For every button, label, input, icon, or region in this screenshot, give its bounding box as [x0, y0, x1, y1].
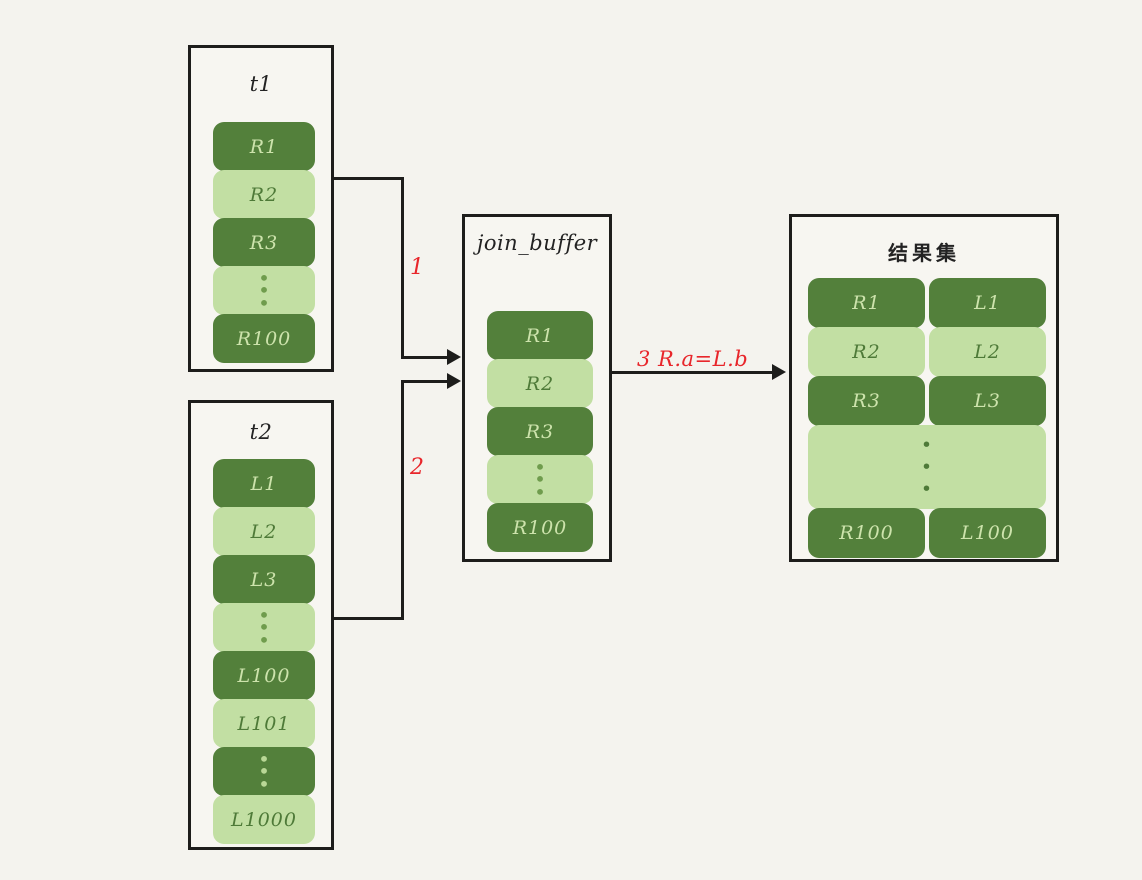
table-box-t1: t1 R1 R2 R3 ••• R100 [188, 45, 334, 372]
connector-2-segment-vertical [401, 380, 404, 620]
table-row: R1 L1 [808, 278, 1046, 328]
result-cell-left: R3 [808, 376, 925, 426]
vertical-ellipsis-icon: ••• [920, 434, 934, 500]
annotation-step-3: 3 R.a=L.b [637, 347, 749, 371]
connector-1-segment-arrow [401, 356, 449, 359]
connector-2-arrowhead [447, 373, 461, 389]
result-cell-left: R100 [808, 508, 925, 558]
row-list-t1: R1 R2 R3 ••• R100 [213, 122, 315, 363]
result-cell-right: L3 [929, 376, 1046, 426]
vertical-ellipsis-icon: ••• [258, 602, 270, 652]
connector-2-segment-arrow [401, 380, 449, 383]
row-item: L2 [213, 507, 315, 556]
row-item: R1 [487, 311, 593, 360]
table-row-ellipsis: ••• [808, 425, 1046, 509]
table-box-result-set: 结果集 R1 L1 R2 L2 R3 L3 ••• R100 L100 [789, 214, 1059, 562]
row-item-ellipsis: ••• [213, 603, 315, 652]
row-label: L101 [237, 712, 291, 735]
table-box-t2: t2 L1 L2 L3 ••• L100 L101 ••• [188, 400, 334, 850]
table-title-t2: t2 [249, 420, 273, 444]
row-item: L3 [213, 555, 315, 604]
connector-1-segment-top [334, 177, 404, 180]
row-label: R1 [249, 135, 279, 158]
table-row: R100 L100 [808, 508, 1046, 558]
row-item: R100 [487, 503, 593, 552]
row-item: L1000 [213, 795, 315, 844]
table-box-join-buffer: join_buffer R1 R2 R3 ••• R100 [462, 214, 612, 562]
result-cell-right: L100 [929, 508, 1046, 558]
row-item: L1 [213, 459, 315, 508]
row-item: R3 [487, 407, 593, 456]
row-item-ellipsis: ••• [213, 747, 315, 796]
row-label: R2 [525, 372, 555, 395]
connector-2-segment-bottom [334, 617, 404, 620]
row-label: R1 [525, 324, 555, 347]
row-list-join-buffer: R1 R2 R3 ••• R100 [487, 311, 593, 552]
table-title-result-set: 结果集 [888, 241, 960, 265]
row-item: L101 [213, 699, 315, 748]
annotation-step-1: 1 [410, 255, 425, 280]
connector-1-segment-vertical [401, 177, 404, 359]
connector-1-arrowhead [447, 349, 461, 365]
row-label: L1 [250, 472, 278, 495]
connector-3-segment [612, 371, 774, 374]
row-item: R3 [213, 218, 315, 267]
row-item: R2 [213, 170, 315, 219]
table-row: R3 L3 [808, 376, 1046, 426]
row-item: L100 [213, 651, 315, 700]
annotation-step-2: 2 [410, 455, 425, 480]
table-title-t1: t1 [249, 72, 273, 96]
row-label: L100 [237, 664, 291, 687]
row-label: R100 [512, 516, 568, 539]
row-label: L2 [250, 520, 278, 543]
row-label: R2 [249, 183, 279, 206]
row-label: R3 [525, 420, 555, 443]
row-item: R2 [487, 359, 593, 408]
row-list-t2: L1 L2 L3 ••• L100 L101 ••• L1000 [213, 459, 315, 844]
result-cell-left: R1 [808, 278, 925, 328]
result-cell-span: ••• [808, 425, 1046, 509]
table-title-join-buffer: join_buffer [476, 231, 598, 255]
result-cell-right: L1 [929, 278, 1046, 328]
row-label: R100 [236, 327, 292, 350]
result-cell-left: R2 [808, 327, 925, 377]
row-label: L3 [250, 568, 278, 591]
row-label: L1000 [231, 808, 297, 831]
table-row: R2 L2 [808, 327, 1046, 377]
result-cell-right: L2 [929, 327, 1046, 377]
row-list-result-set: R1 L1 R2 L2 R3 L3 ••• R100 L100 [808, 278, 1046, 558]
row-item-ellipsis: ••• [487, 455, 593, 504]
row-item: R1 [213, 122, 315, 171]
vertical-ellipsis-icon: ••• [258, 265, 270, 315]
row-item: R100 [213, 314, 315, 363]
vertical-ellipsis-icon: ••• [258, 746, 270, 796]
row-item-ellipsis: ••• [213, 266, 315, 315]
vertical-ellipsis-icon: ••• [534, 454, 546, 504]
connector-3-arrowhead [772, 364, 786, 380]
row-label: R3 [249, 231, 279, 254]
